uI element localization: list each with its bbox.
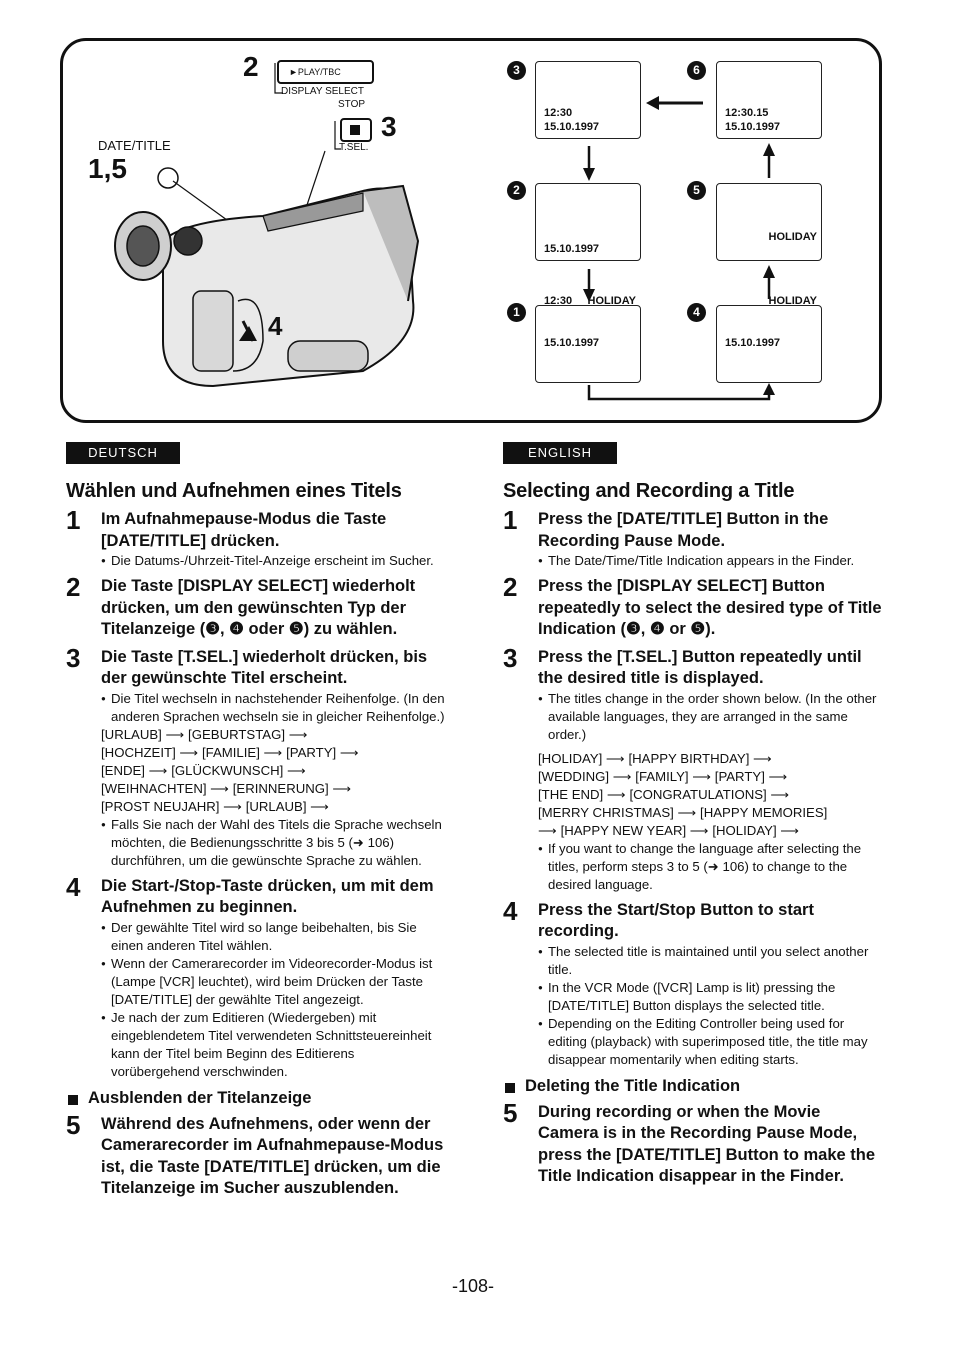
screen-line: 15.10.1997 xyxy=(544,337,600,349)
step-note: If you want to change the language after… xyxy=(538,840,883,894)
step-number: 5 xyxy=(66,1109,81,1140)
step-heading: During recording or when the Movie Camer… xyxy=(538,1102,876,1186)
step-heading: Press the [DATE/TITLE] Button in the Rec… xyxy=(538,510,829,550)
german-column: DEUTSCH Wählen und Aufnehmen eines Titel… xyxy=(66,442,446,1200)
step-heading: Während des Aufnehmens, oder wenn der Ca… xyxy=(101,1114,444,1198)
step-1-en: 1 Press the [DATE/TITLE] Button in the R… xyxy=(503,505,883,570)
stop-label: STOP xyxy=(338,99,366,110)
title-order-line: [HOCHZEIT] ⟶ [FAMILIE] ⟶ [PARTY] ⟶ xyxy=(101,744,359,760)
step3-label: 3 xyxy=(381,111,397,142)
step-note: Depending on the Editing Controller bein… xyxy=(538,1015,883,1069)
screen-line: 12:30.15 xyxy=(725,107,769,119)
step-note: Der gewählte Titel wird so lange beibeha… xyxy=(101,919,446,955)
screen-time-seconds-date: 12:30.15 15.10.1997 xyxy=(716,61,822,139)
screen-title: HOLIDAY xyxy=(587,295,637,307)
step-number: 4 xyxy=(503,895,518,926)
title-order-line: [PROST NEUJAHR] ⟶ [URLAUB] ⟶ xyxy=(101,798,330,814)
camcorder-illustration xyxy=(114,60,420,388)
step-number: 4 xyxy=(66,871,81,902)
section-title-en: Selecting and Recording a Title xyxy=(503,480,795,502)
step-note: The titles change in the order shown bel… xyxy=(538,690,883,744)
step-4-en: 4 Press the Start/Stop Button to start r… xyxy=(503,896,883,1069)
screen-line: 15.10.1997 xyxy=(725,337,781,349)
step-note: In the VCR Mode ([VCR] Lamp is lit) pres… xyxy=(538,979,883,1015)
screen-number-5: 5 xyxy=(687,181,706,200)
screen-number-2: 2 xyxy=(507,181,526,200)
step-heading: Press the [DISPLAY SELECT] Button repeat… xyxy=(538,577,882,638)
step-3-de: 3 Die Taste [T.SEL.] wiederholt drücken,… xyxy=(66,643,446,870)
title-order-line: [ENDE] ⟶ [GLÜCKWUNSCH] ⟶ xyxy=(101,762,306,778)
english-column: ENGLISH Selecting and Recording a Title … xyxy=(503,442,883,1188)
step-5-en: 5 During recording or when the Movie Cam… xyxy=(503,1098,883,1188)
step4-label: 4 xyxy=(268,311,283,341)
language-badge-deutsch: DEUTSCH xyxy=(66,442,180,464)
title-order-line: [WEDDING] ⟶ [FAMILY] ⟶ [PARTY] ⟶ xyxy=(538,768,788,784)
step-5-de: 5 Während des Aufnehmens, oder wenn der … xyxy=(66,1110,446,1200)
screen-number-3: 3 xyxy=(507,61,526,80)
step-2-en: 2 Press the [DISPLAY SELECT] Button repe… xyxy=(503,572,883,641)
screen-number-6: 6 xyxy=(687,61,706,80)
step-1-de: 1 Im Aufnahmepause-Modus die Taste [DATE… xyxy=(66,505,446,570)
screen-line: HOLIDAY xyxy=(768,295,818,307)
step-number: 3 xyxy=(503,642,518,673)
screen-time-title-date: 12:30 HOLIDAY 15.10.1997 xyxy=(535,295,641,383)
screen-line: HOLIDAY xyxy=(768,231,818,243)
step-note: Die Titel wechseln in nachstehender Reih… xyxy=(101,690,446,726)
title-order-line: [MERRY CHRISTMAS] ⟶ [HAPPY MEMORIES] xyxy=(538,804,828,820)
title-order-line: ⟶ [HAPPY NEW YEAR] ⟶ [HOLIDAY] ⟶ xyxy=(538,822,800,838)
screen-time: 12:30 xyxy=(544,295,573,307)
step-heading: Die Start-/Stop-Taste drücken, um mit de… xyxy=(101,876,434,917)
screen-title-only: HOLIDAY xyxy=(716,183,822,261)
step15-label: 1,5 xyxy=(88,153,127,184)
step-heading: Die Taste [T.SEL.] wiederholt drücken, b… xyxy=(101,647,428,688)
title-order-line: [HOLIDAY] ⟶ [HAPPY BIRTHDAY] ⟶ xyxy=(538,750,772,766)
step-note: The Date/Time/Title Indication appears i… xyxy=(538,552,883,570)
step-note: Die Datums-/Uhrzeit-Titel-Anzeige ersche… xyxy=(101,552,446,570)
screen-time-date: 12:30 15.10.1997 xyxy=(535,61,641,139)
step-heading: Press the [T.SEL.] Button repeatedly unt… xyxy=(538,647,862,688)
play-tbc-button[interactable]: ►PLAY/TBC xyxy=(289,67,341,77)
screen-line: 12:30 xyxy=(544,107,573,119)
step-number: 2 xyxy=(503,572,518,602)
subsection-heading-en: Deleting the Title Indication xyxy=(503,1077,883,1096)
screen-line: 15.10.1997 xyxy=(544,121,600,133)
step-number: 5 xyxy=(503,1097,518,1128)
step-heading: Press the Start/Stop Button to start rec… xyxy=(538,900,814,941)
step-heading: Im Aufnahmepause-Modus die Taste [DATE/T… xyxy=(101,510,387,550)
title-order-line: [THE END] ⟶ [CONGRATULATIONS] ⟶ xyxy=(538,786,790,802)
screen-date: 15.10.1997 xyxy=(535,183,641,261)
screen-number-4: 4 xyxy=(687,303,706,322)
step-note: Je nach der zum Editieren (Wiedergeben) … xyxy=(101,1009,446,1081)
step-3-en: 3 Press the [T.SEL.] Button repeatedly u… xyxy=(503,643,883,894)
step-note: Wenn der Camerarecorder im Videorecorder… xyxy=(101,955,446,1009)
step-number: 3 xyxy=(66,642,81,673)
step-heading: Die Taste [DISPLAY SELECT] wiederholt dr… xyxy=(101,577,416,638)
section-title-de: Wählen und Aufnehmen eines Titels xyxy=(66,480,402,502)
subsection-heading-de: Ausblenden der Titelanzeige xyxy=(66,1089,446,1108)
step-2-de: 2 Die Taste [DISPLAY SELECT] wiederholt … xyxy=(66,572,446,641)
illustration-frame: 2 ►PLAY/TBC DISPLAY SELECT STOP 3 T.SEL.… xyxy=(60,38,882,423)
language-badge-english: ENGLISH xyxy=(503,442,617,464)
step2-label: 2 xyxy=(243,51,259,82)
screen-number-1: 1 xyxy=(507,303,526,322)
step-note: The selected title is maintained until y… xyxy=(538,943,883,979)
step-number: 1 xyxy=(503,505,518,535)
step-number: 2 xyxy=(66,572,81,602)
title-order-line: [WEIHNACHTEN] ⟶ [ERINNERUNG] ⟶ xyxy=(101,780,352,796)
screen-line: 15.10.1997 xyxy=(725,121,781,133)
step-number: 1 xyxy=(66,505,81,535)
page-number: -108- xyxy=(452,1276,495,1296)
display-select-label: DISPLAY SELECT xyxy=(281,86,364,97)
step-note: Falls Sie nach der Wahl des Titels die S… xyxy=(101,816,446,870)
screen-flow-arrows xyxy=(583,96,775,401)
step-4-de: 4 Die Start-/Stop-Taste drücken, um mit … xyxy=(66,872,446,1081)
screen-title-date: HOLIDAY 15.10.1997 xyxy=(716,295,822,383)
title-order-line: [URLAUB] ⟶ [GEBURTSTAG] ⟶ xyxy=(101,726,308,742)
screen-line: 15.10.1997 xyxy=(544,243,600,255)
date-title-label: DATE/TITLE xyxy=(98,138,171,153)
tsel-label: T.SEL. xyxy=(339,142,369,153)
